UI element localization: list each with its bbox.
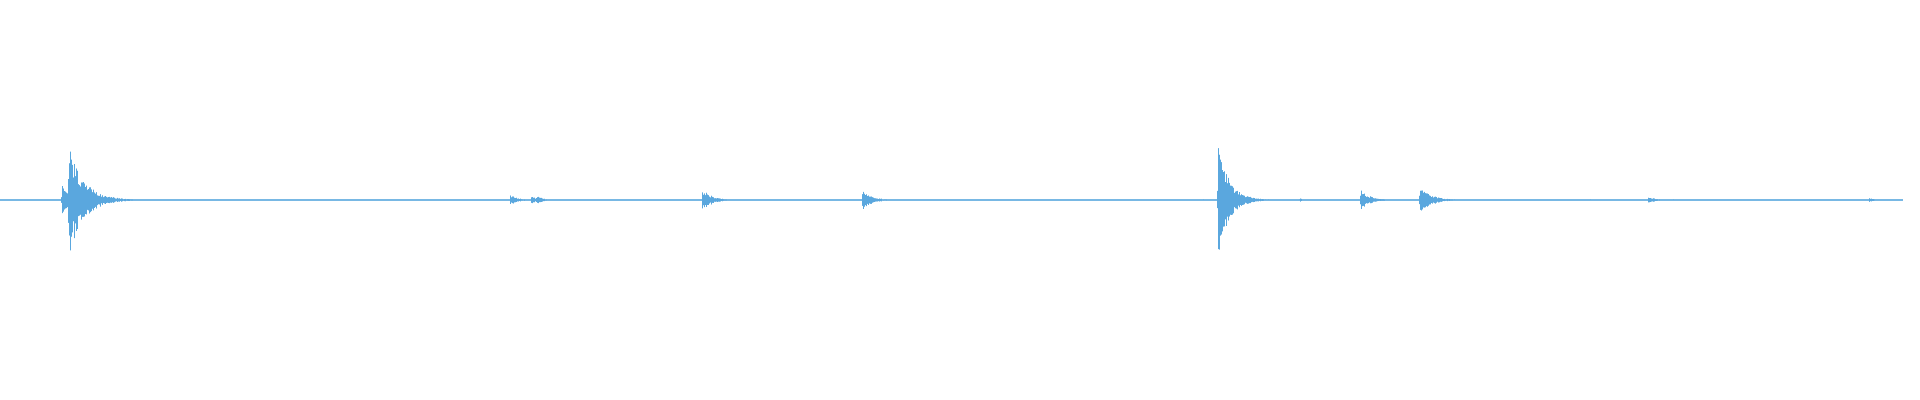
- waveform-trace: [0, 148, 1903, 251]
- waveform-samples: [0, 148, 1903, 251]
